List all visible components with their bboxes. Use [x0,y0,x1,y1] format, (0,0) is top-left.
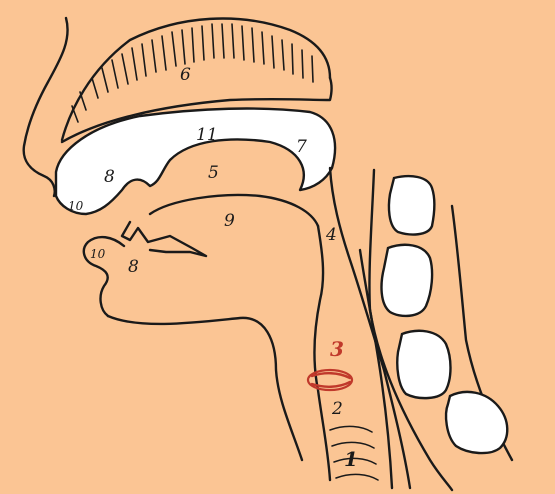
label-4: 4 [325,225,337,245]
label-3: 3 [330,337,344,361]
vertebrae [382,176,508,453]
vertebra-2 [382,245,433,316]
label-10-lower: 10 [90,247,106,261]
label-2: 2 [331,399,343,419]
label-8-upper: 8 [104,167,115,187]
skull-hatching [72,24,313,122]
label-5: 5 [208,163,219,183]
vertebra-1 [389,176,434,234]
label-7: 7 [296,137,307,157]
vertebra-4 [446,392,507,453]
label-11: 11 [196,125,218,145]
chin-and-neck [108,316,302,460]
label-9: 9 [224,211,235,231]
label-10-upper: 10 [68,199,84,213]
vocal-folds [308,370,352,390]
vertebra-3 [397,331,450,398]
label-8-lower: 8 [128,257,139,277]
label-6: 6 [180,65,191,85]
label-1: 1 [344,447,358,471]
lower-teeth [122,222,206,256]
pharynx-front-wall [314,226,330,480]
